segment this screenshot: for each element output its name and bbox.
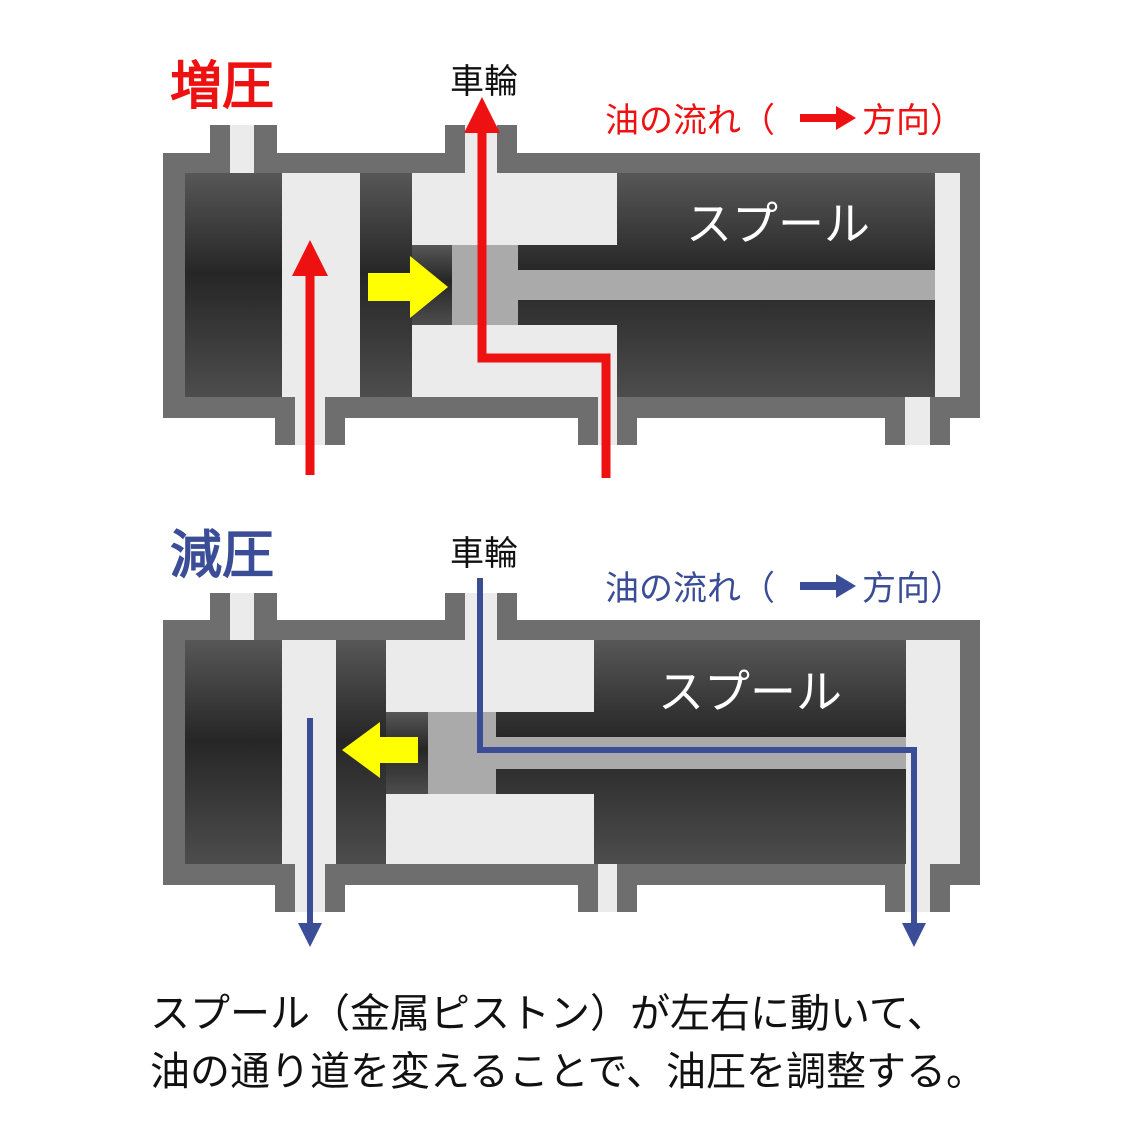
decrease-flow-label-suffix: 方向）: [862, 569, 964, 609]
decrease-wheel-label: 車輪: [450, 534, 518, 574]
increase-heading: 増圧: [170, 57, 274, 117]
decrease-spool-left-land: [185, 640, 282, 864]
decrease-spool-motion-arrow-icon: [342, 722, 418, 778]
increase-panel: 増圧 車輪 油の流れ（ 方向） スプール: [163, 57, 980, 478]
decrease-flow-legend: 油の流れ（ 方向）: [605, 569, 964, 609]
increase-flow-label-suffix: 方向）: [862, 101, 964, 141]
caption-line-1: スプール（金属ピストン）が左右に動いて、: [150, 991, 947, 1037]
decrease-panel: 減圧 車輪 油の流れ（ 方向）: [163, 526, 980, 947]
decrease-spool-label: スプール: [658, 665, 842, 719]
decrease-legend-arrow-head: [836, 574, 856, 598]
increase-legend-arrow-head: [836, 106, 856, 130]
increase-flow-label-prefix: 油の流れ（: [605, 101, 775, 141]
decrease-heading: 減圧: [170, 526, 274, 586]
increase-spool-rod: [452, 270, 935, 300]
increase-flow-path-wheel: [464, 97, 611, 478]
increase-flow-legend: 油の流れ（ 方向）: [605, 101, 964, 141]
increase-spool-left-land: [185, 173, 282, 397]
increase-wheel-label: 車輪: [450, 62, 518, 102]
increase-spool-motion-arrow-icon: [368, 256, 448, 318]
caption: スプール（金属ピストン）が左右に動いて、 油の通り道を変えることで、油圧を調整す…: [150, 985, 1090, 1101]
caption-line-2: 油の通り道を変えることで、油圧を調整する。: [150, 1049, 986, 1095]
increase-spool-label: スプール: [686, 197, 870, 251]
decrease-flow-label-prefix: 油の流れ（: [605, 569, 775, 609]
decrease-flow-path-wheel: [477, 578, 926, 947]
